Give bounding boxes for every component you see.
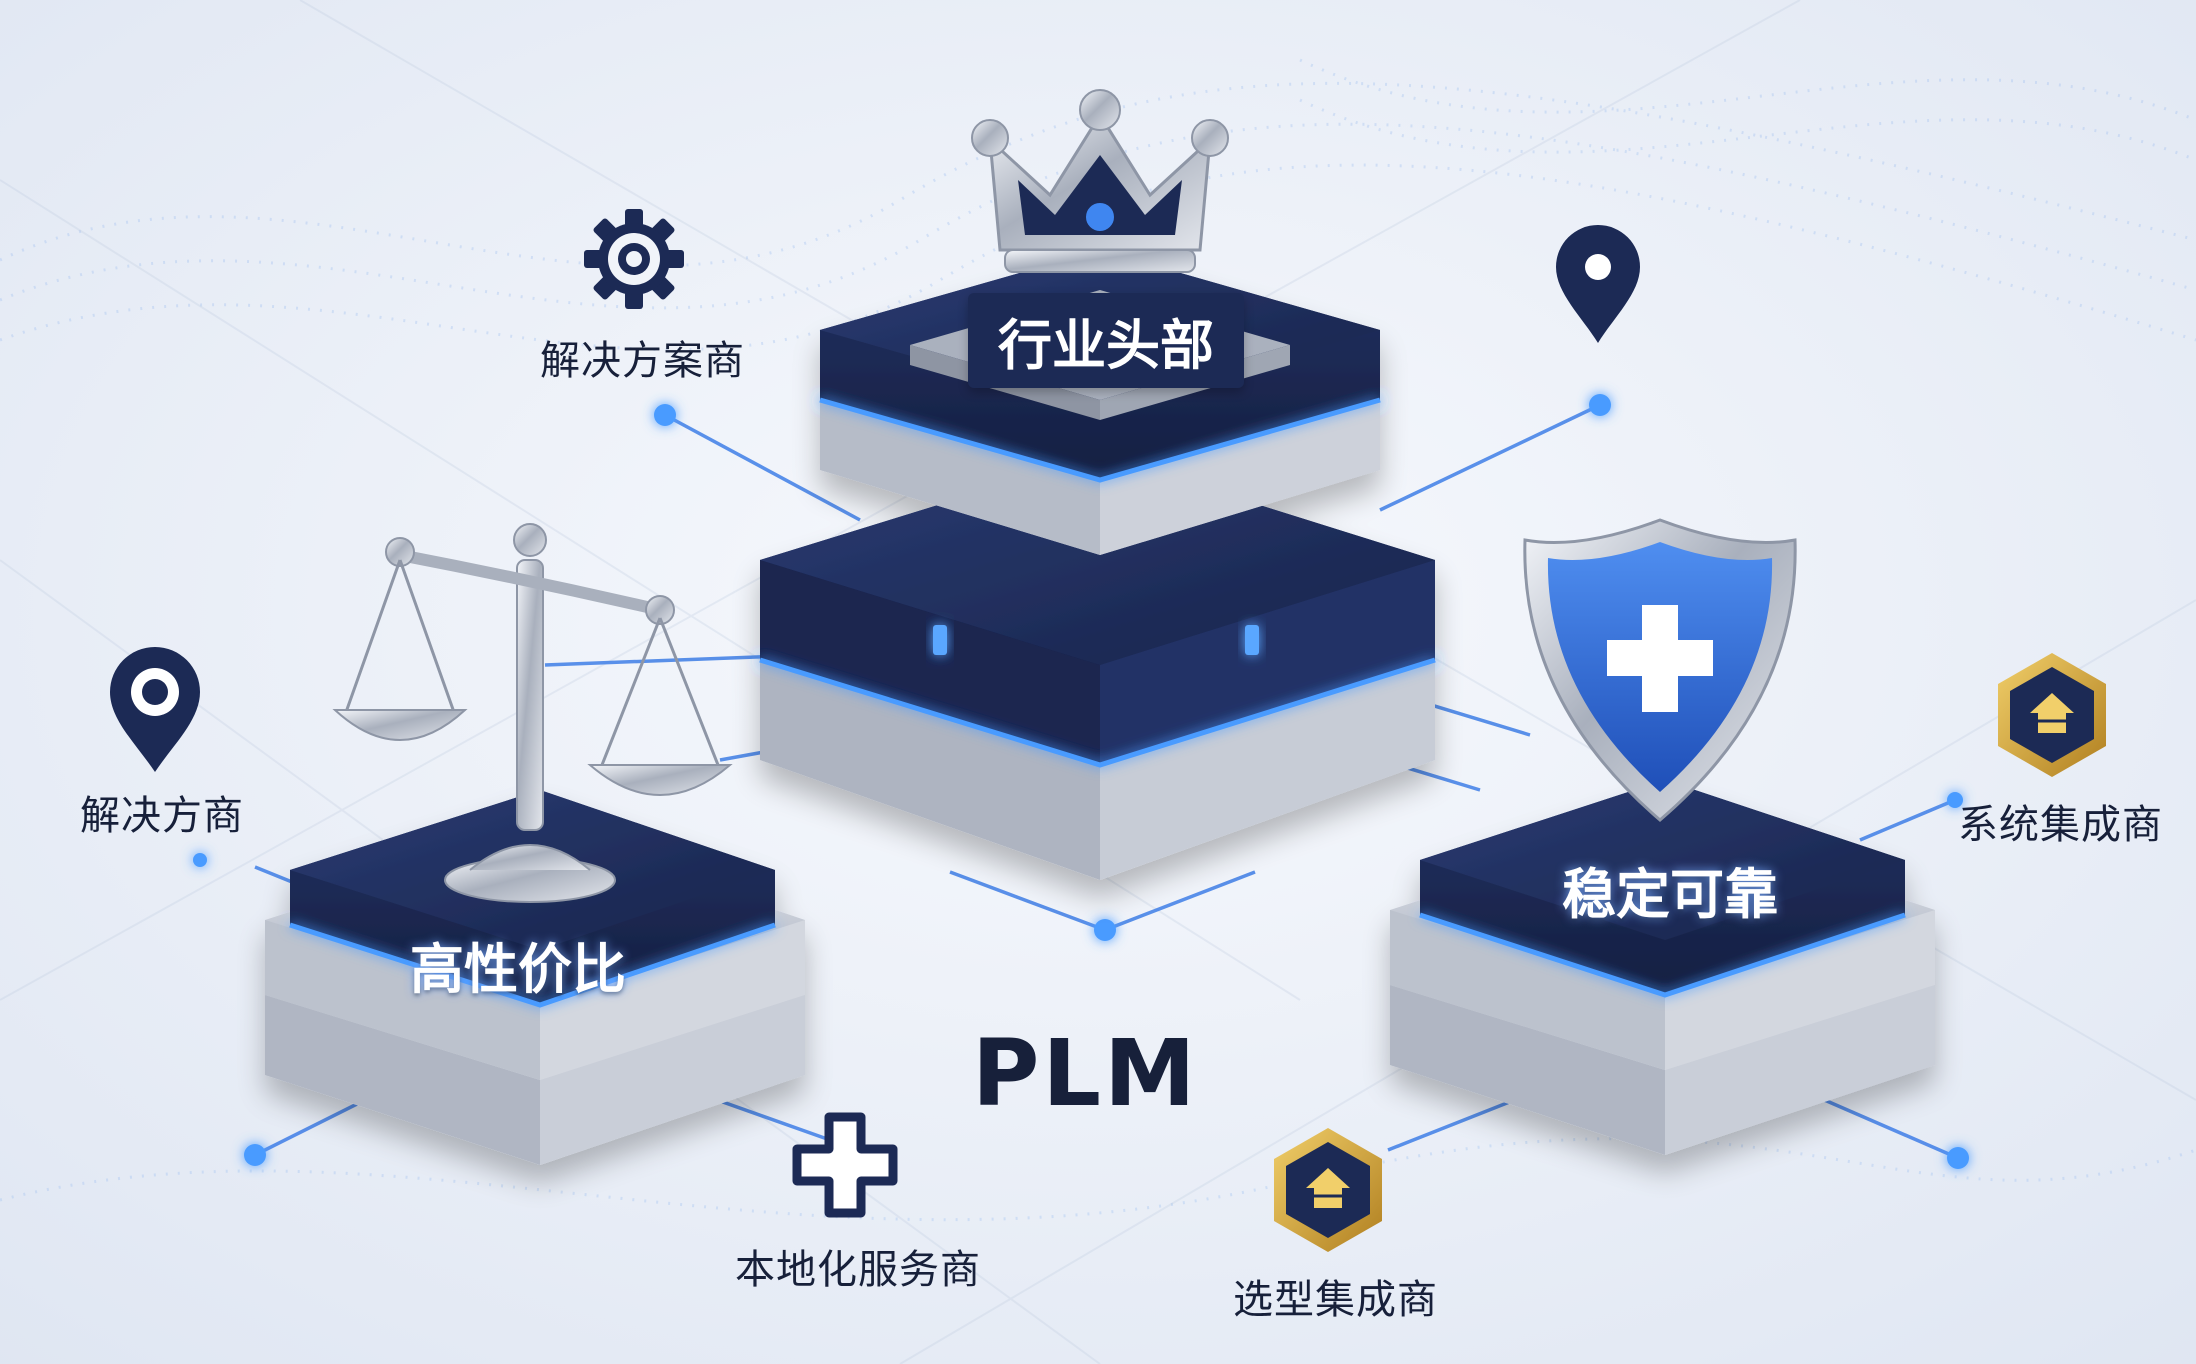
- medical-cross-icon: [792, 1112, 898, 1218]
- right-platform: [1390, 780, 1935, 1155]
- location-pin-icon: [110, 647, 200, 772]
- background-wave-pattern: [0, 58, 2196, 1222]
- hexagon-badge-icon: [1274, 1128, 1382, 1252]
- node-label-system-integrator: 系统集成商: [1958, 802, 2163, 848]
- platform-label-right: 稳定可靠: [1562, 863, 1778, 926]
- platform-label-left: 高性价比: [410, 938, 626, 1001]
- center-platform: [759, 250, 1436, 880]
- connection-dots: [193, 394, 1969, 1169]
- center-title: PLM: [972, 1020, 1199, 1127]
- platform-label-top: 行业头部: [968, 293, 1244, 388]
- node-label-solution-provider: 解决方案商: [540, 338, 745, 384]
- crown-icon: [971, 89, 1229, 276]
- location-pin-icon: [1556, 225, 1640, 343]
- shield-plus-icon: [1523, 518, 1797, 822]
- node-label-solution-provider-alt: 解决方商: [80, 793, 244, 839]
- node-label-selection-integrator: 选型集成商: [1233, 1277, 1438, 1323]
- hexagon-badge-icon: [1998, 653, 2106, 777]
- balance-scale-icon: [332, 523, 733, 903]
- node-label-local-service-provider: 本地化服务商: [735, 1247, 981, 1293]
- gear-icon: [584, 209, 684, 309]
- left-platform: [265, 790, 805, 1165]
